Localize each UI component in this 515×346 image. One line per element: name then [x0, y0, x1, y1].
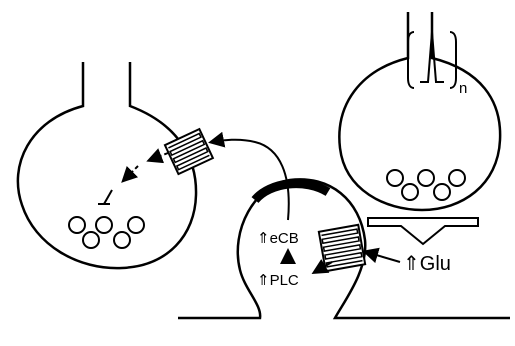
- n-subscript-label: n: [459, 80, 467, 97]
- glu-label: ⇑Glu: [403, 253, 451, 275]
- right-vesicles: [386, 169, 466, 201]
- release-arrow: [367, 217, 479, 246]
- ecb-retrograde-path: [208, 131, 290, 221]
- signaling-arrows: [280, 247, 401, 275]
- left-neuron: [16, 62, 198, 270]
- left-signaling-arrows: [98, 148, 169, 205]
- mglur-receptor: [317, 223, 367, 273]
- postsynaptic-spine: [178, 178, 510, 320]
- plc-label: ⇑PLC: [257, 272, 299, 289]
- ecb-label: ⇑eCB: [257, 230, 299, 247]
- spike-train: [407, 31, 457, 89]
- cb1-receptor: [163, 127, 215, 176]
- left-vesicles: [68, 216, 145, 249]
- right-neuron: [338, 12, 502, 212]
